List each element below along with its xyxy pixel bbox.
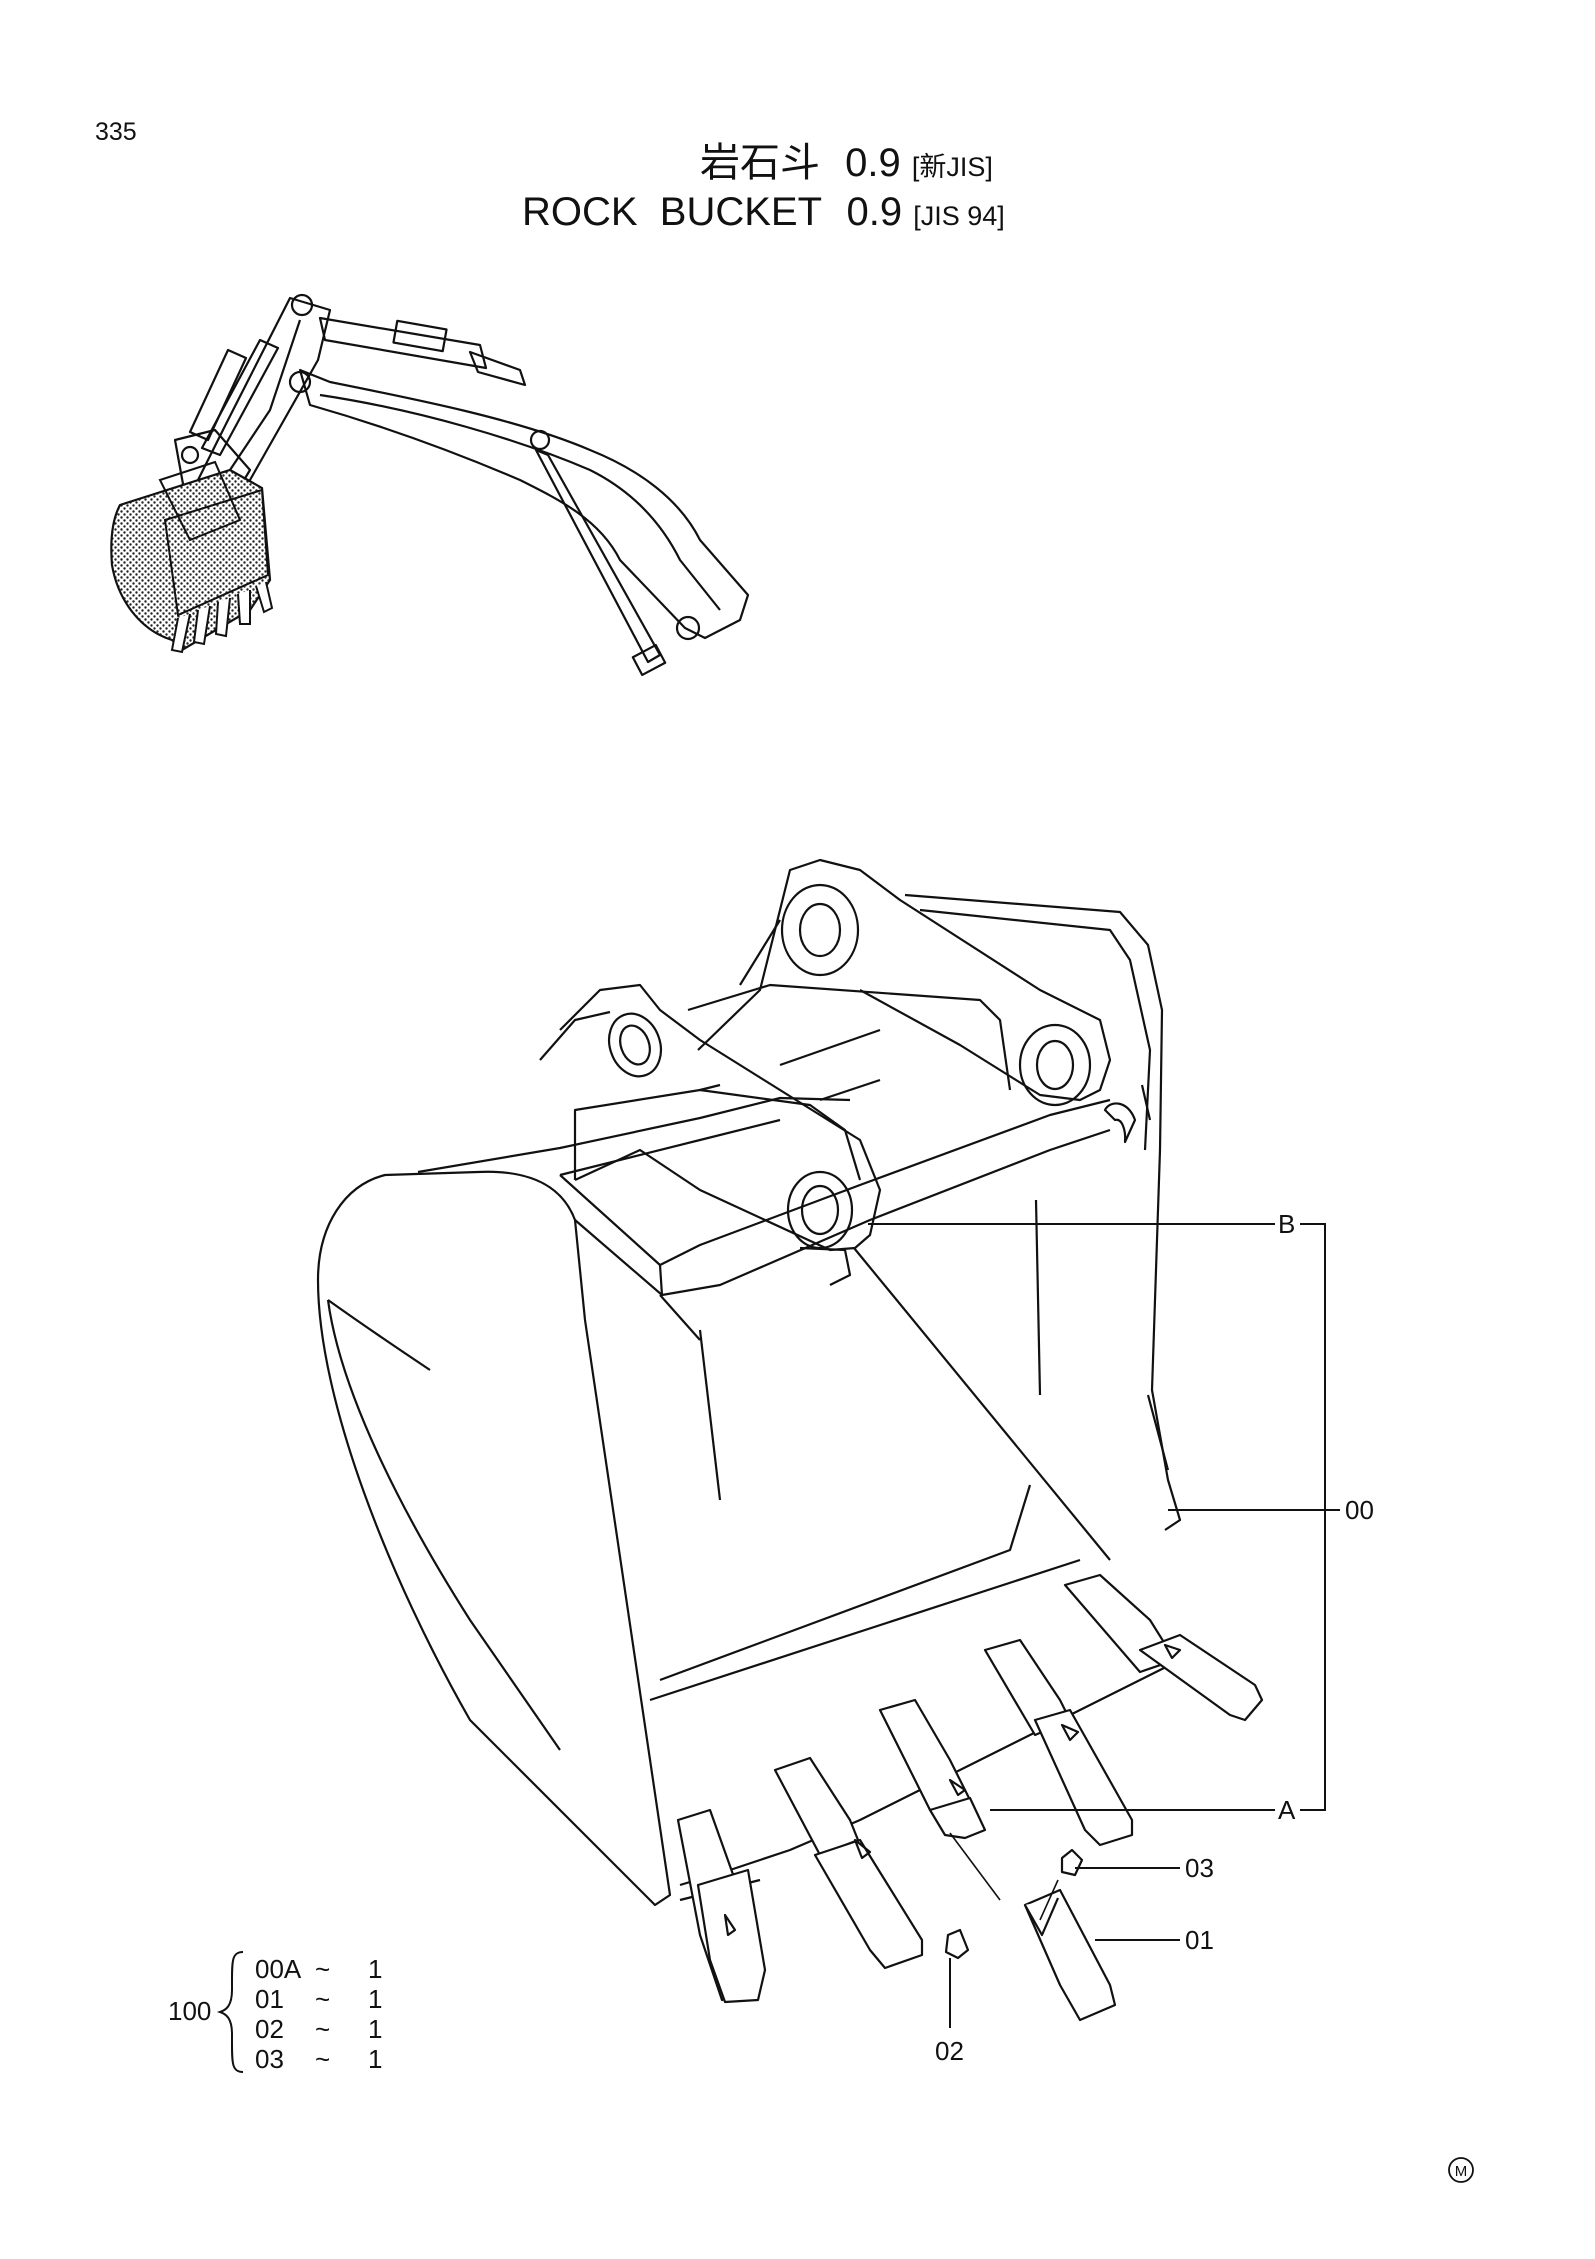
- kit-row-4-part: 03: [255, 2044, 284, 2074]
- svg-text:M: M: [1455, 2163, 1468, 2180]
- title-english: ROCK BUCKET 0.9 [JIS 94]: [522, 190, 1005, 235]
- tooth-2: [773, 1756, 924, 1970]
- callout-leaders: [868, 1223, 1340, 2028]
- kit-row-4-qty: 1: [368, 2044, 382, 2074]
- title-jp-size: 0.9: [845, 141, 901, 185]
- kit-row-1-sep: ~: [315, 1954, 330, 1984]
- tooth-3: [878, 1698, 987, 1840]
- title-en-standard: [JIS 94]: [913, 201, 1005, 231]
- kit-brace: [216, 1951, 244, 2073]
- kit-assembly-number: 100: [168, 1996, 211, 2026]
- kit-row-3-sep: ~: [315, 2014, 330, 2044]
- circled-m-mark: M: [1448, 2157, 1474, 2183]
- kit-row-1-part: 00A: [255, 1954, 302, 1984]
- title-en-size: 0.9: [846, 190, 903, 234]
- callout-b: B: [1278, 1209, 1295, 1239]
- bucket-teeth: [676, 1573, 1264, 2004]
- tooth-1: [676, 1808, 767, 2004]
- title-jp-main: 岩石斗: [700, 141, 820, 185]
- callout-02: 02: [935, 2036, 964, 2066]
- exploded-parts: [944, 1832, 1117, 2022]
- excavator-overview-illustration: [173, 293, 750, 677]
- kit-row-2-part: 01: [255, 1984, 284, 2014]
- tooth-4: [983, 1638, 1134, 1847]
- callout-00: 00: [1345, 1495, 1374, 1525]
- title-en-main: ROCK BUCKET: [522, 190, 822, 234]
- overview-bucket-highlight: [110, 460, 274, 654]
- title-japanese: 岩石斗 0.9 [新JIS]: [700, 130, 993, 188]
- callout-labels: B A 00 03 01 02: [935, 1209, 1374, 2066]
- kit-row-2-qty: 1: [368, 1984, 382, 2014]
- kit-row-1-qty: 1: [368, 1954, 382, 1984]
- callout-03: 03: [1185, 1853, 1214, 1883]
- lock-pin-03: [1060, 1848, 1084, 1877]
- kit-row-2-sep: ~: [315, 1984, 330, 2014]
- kit-row-3-part: 02: [255, 2014, 284, 2044]
- retainer-02: [944, 1928, 970, 1960]
- callout-a: A: [1278, 1795, 1296, 1825]
- callout-01: 01: [1185, 1925, 1214, 1955]
- tooth-5: [1063, 1573, 1264, 1722]
- title-jp-standard: [新JIS]: [911, 152, 993, 182]
- page-number: 335: [95, 118, 137, 146]
- kit-list: 100 00A ~ 1 01 ~ 1 02 ~ 1 03 ~ 1: [168, 1951, 382, 2074]
- kit-row-3-qty: 1: [368, 2014, 382, 2044]
- kit-row-4-sep: ~: [315, 2044, 330, 2074]
